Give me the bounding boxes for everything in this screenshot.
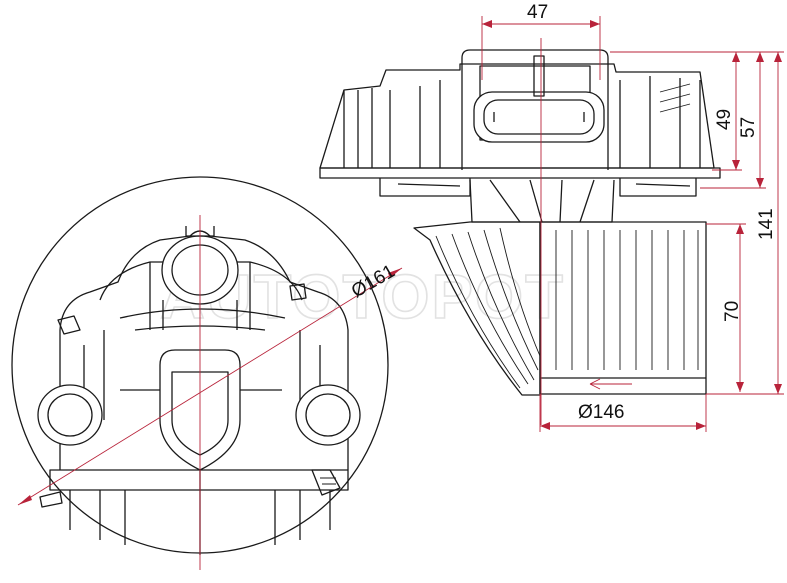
dim-57-label: 57: [738, 117, 759, 138]
dim-49-arrow-top: [732, 52, 740, 62]
diameter-161-arrow-end: [388, 268, 402, 278]
dim-47-arrow-left: [482, 20, 492, 28]
left-lug: [57, 315, 81, 335]
upper-body-outline: [59, 230, 349, 470]
boss-side-walls-2: [162, 300, 238, 330]
dim-49-arrow-bottom: [732, 160, 740, 170]
top-view: Ø161: [11, 176, 403, 570]
right-terminal-inner: [305, 393, 351, 437]
dim-47-label: 47: [527, 2, 548, 23]
left-clip: [39, 491, 63, 508]
connector-plug: [473, 91, 605, 143]
diameter-161-arrow-start: [18, 495, 32, 505]
fan-curved-blades: [413, 221, 541, 396]
dim-49-label: 49: [714, 109, 735, 130]
left-ribs: [343, 88, 373, 168]
dim-47-arrow-right: [590, 20, 600, 28]
left-terminal-inner: [47, 393, 93, 437]
boss-side-walls: [149, 262, 251, 330]
connector-latch: [533, 55, 545, 97]
side-view: 47 49 57 141 70 Ø146: [319, 2, 784, 432]
fan-cage: [539, 221, 707, 395]
lower-clips: [397, 183, 691, 187]
lower-right-block: [619, 178, 697, 197]
inner-arch-2: [119, 308, 286, 319]
diameter-161-line: [17, 267, 403, 506]
dim-141-label: 141: [756, 208, 777, 240]
dim-146-arrow-right: [696, 422, 706, 430]
dim-57-arrow-bottom: [756, 178, 764, 188]
lower-left-block: [379, 178, 471, 197]
housing-body: [319, 63, 715, 169]
dim-141-arrow-bottom: [774, 384, 782, 394]
housing-flange: [319, 167, 721, 179]
connector-housing: [461, 49, 609, 170]
fan-cage-slats: [555, 230, 699, 370]
fan-blade-curves: [435, 227, 541, 389]
right-clip: [311, 469, 341, 496]
dim-70-label: 70: [722, 301, 743, 322]
right-clip-ridges: [320, 477, 336, 485]
dim-146-label: Ø146: [578, 402, 624, 423]
housing-panels-right: [619, 76, 701, 168]
motor-neck-ribs: [489, 179, 595, 223]
dim-57-arrow-top: [756, 52, 764, 62]
base-plate: [49, 469, 349, 491]
right-latch-ridges: [659, 83, 691, 113]
connector-plug-inner: [483, 99, 595, 135]
rotation-arrow: [589, 378, 632, 390]
connector-pins: [493, 112, 585, 122]
right-lug: [289, 283, 307, 301]
dim-146-arrow-left: [540, 422, 550, 430]
dim-70-arrow-bottom: [736, 382, 744, 392]
dim-70-arrow-top: [736, 224, 744, 234]
dim-141-arrow-top: [774, 52, 782, 62]
housing-panels: [389, 80, 441, 168]
